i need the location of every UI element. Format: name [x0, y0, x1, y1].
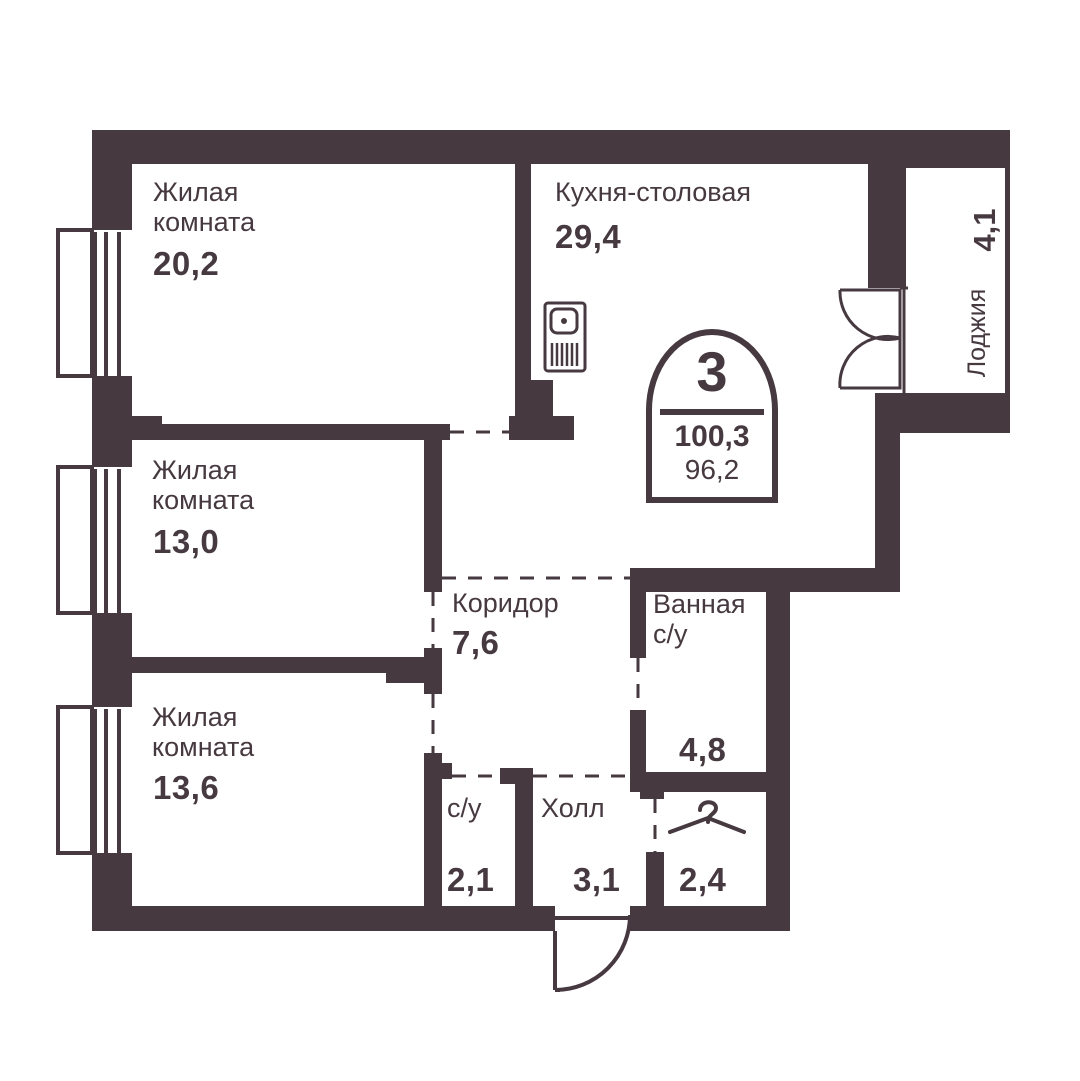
wall-hall-bottom-left — [533, 906, 555, 931]
total-area: 100,3 — [674, 420, 750, 453]
loggia-area: 4,1 — [967, 208, 1002, 252]
wc-area: 2,1 — [447, 861, 495, 898]
wall-kitchen-pier — [515, 380, 553, 420]
wall-step-horizontal — [630, 568, 900, 592]
hall-name: Холл — [541, 793, 605, 823]
hanger-icon — [668, 800, 746, 834]
wall-kitchen-loggia — [868, 160, 906, 288]
entrance-door — [553, 914, 632, 992]
bathroom-name: Ванная с/у — [653, 589, 746, 650]
living-area: 96,2 — [684, 454, 740, 485]
wall-left-1 — [92, 130, 132, 230]
wall-living2-right — [424, 424, 442, 592]
wall-living3-right — [424, 753, 442, 918]
windows — [56, 228, 121, 855]
window-2 — [56, 465, 121, 615]
corridor-name: Коридор — [452, 588, 559, 618]
wall-bath-left-top — [630, 568, 646, 658]
living-room-1-name: Жилая комната — [153, 177, 256, 238]
wall-bath-left-bottom — [630, 710, 646, 790]
wall-wardrobe-left-top — [640, 785, 664, 799]
living-room-3-area: 13,6 — [153, 769, 220, 806]
sink-icon — [543, 301, 587, 373]
corridor-area: 7,6 — [452, 624, 500, 661]
kitchen-name: Кухня-столовая — [555, 177, 751, 207]
living-room-3-name: Жилая комната — [152, 702, 255, 763]
window-3 — [56, 705, 121, 855]
wall-living2-bottom — [132, 657, 432, 673]
living-room-2-area: 13,0 — [153, 523, 220, 560]
wall-living1-bottom-2 — [132, 424, 450, 440]
wall-living3-right-top — [424, 648, 442, 694]
wall-loggia-top — [905, 130, 1010, 168]
room-separators — [431, 430, 657, 852]
wall-loggia-right — [1005, 130, 1010, 433]
wall-right-lower — [766, 568, 790, 931]
wall-living3-right-cap — [424, 763, 452, 779]
wc-name: с/у — [447, 793, 482, 823]
window-1 — [56, 228, 121, 378]
loggia-door — [838, 286, 908, 393]
wall-bath-bottom — [630, 772, 790, 792]
rooms-count: 3 — [696, 340, 728, 403]
wall-left-2 — [92, 376, 132, 467]
wall-living1-kitchen — [515, 160, 531, 420]
walls — [92, 130, 1010, 931]
hall-area: 3,1 — [573, 861, 621, 898]
wardrobe-area: 2,4 — [679, 861, 727, 898]
bathroom-area: 4,8 — [679, 731, 727, 768]
wall-left-3 — [92, 613, 132, 707]
living-room-2-name: Жилая комната — [152, 455, 255, 516]
loggia-name: Лоджия — [963, 288, 991, 378]
wall-wc-right-cap — [500, 768, 533, 784]
wall-loggia-bottom — [875, 393, 1008, 433]
wall-wardrobe-left — [646, 852, 664, 918]
living-room-1-area: 20,2 — [153, 245, 220, 282]
wall-wc-right — [515, 768, 533, 918]
wall-top — [92, 130, 1010, 164]
room-count-badge-icon — [646, 329, 778, 503]
wall-bottom-left — [92, 906, 555, 931]
kitchen-area: 29,4 — [555, 218, 622, 255]
wall-kitchen-pier-2 — [509, 416, 574, 440]
